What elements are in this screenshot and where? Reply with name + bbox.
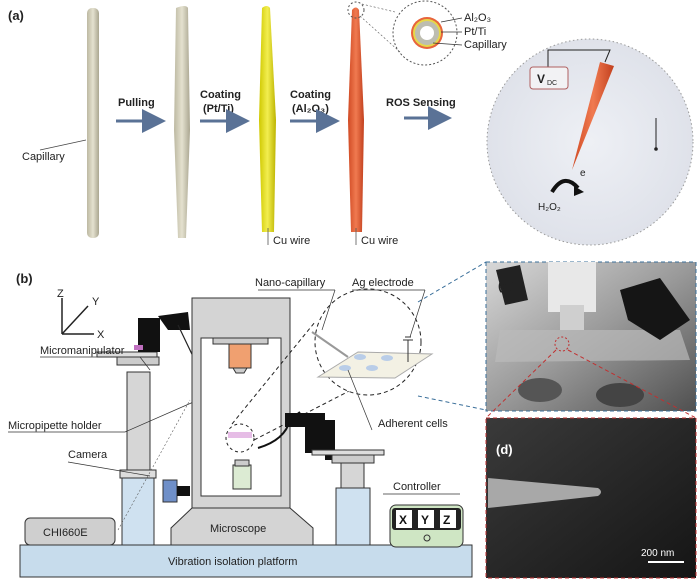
controller-key-z: Z	[443, 513, 450, 527]
cu-wire-label-1: Cu wire	[273, 235, 310, 247]
step-sublabel: (Al₂O₃)	[292, 103, 329, 115]
axis-y-label: Y	[92, 296, 100, 308]
vibration-isolation-platform	[19, 544, 473, 578]
controller-key-y: Y	[421, 513, 429, 527]
panel-c-label: (c)	[498, 278, 514, 293]
step-label: Pulling	[118, 97, 155, 109]
micromanipulator	[138, 318, 160, 352]
step-pulling: Pulling	[116, 97, 166, 133]
controller-key-x: X	[399, 513, 407, 527]
panel-a-label: (a)	[8, 8, 24, 23]
controller-label: Controller	[393, 481, 441, 493]
electron-label: e	[580, 168, 586, 179]
voltage-subscript: DC	[547, 80, 557, 87]
step-sublabel: (Pt/Ti)	[203, 103, 234, 115]
microscope-label: Microscope	[210, 523, 266, 535]
adherent-cells-label: Adherent cells	[378, 418, 448, 430]
capillary-label: Capillary	[22, 151, 65, 163]
capillary-pulled	[174, 6, 190, 238]
layer-pt-ti-label: Pt/Ti	[464, 26, 486, 38]
potentiostat	[24, 517, 116, 546]
step-ros-sensing: ROS Sensing	[386, 97, 456, 130]
nano-capillary	[311, 331, 349, 358]
cross-section-zoom	[392, 0, 458, 66]
micropipette-holder-label: Micropipette holder	[8, 420, 102, 432]
right-stage	[257, 411, 385, 546]
camera	[162, 479, 178, 503]
capillary-al2o3-coated	[348, 7, 364, 232]
left-stage	[96, 312, 190, 546]
capillary-raw	[87, 8, 99, 238]
step-label: ROS Sensing	[386, 97, 456, 109]
panel-b-label: (b)	[16, 271, 33, 286]
step-coating-pt-ti: Coating (Pt/Ti)	[200, 89, 250, 133]
cross-section	[411, 17, 443, 49]
axis-z-label: Z	[57, 288, 64, 300]
panel-d-sem-image	[485, 417, 697, 579]
panel-d-label: (d)	[496, 442, 513, 457]
axis-x-label: X	[97, 329, 105, 341]
layer-capillary-label: Capillary	[464, 39, 507, 51]
scale-bar-label: 200 nm	[641, 548, 674, 559]
panel-c-photo	[485, 261, 697, 412]
sensing-detail: V DC e H₂O₂	[486, 38, 694, 246]
capillary-pt-ti-coated	[259, 6, 276, 232]
step-label: Coating	[290, 89, 331, 101]
nanotip	[572, 62, 614, 170]
micromanipulator-label: Micromanipulator	[40, 345, 125, 357]
microscope	[170, 297, 314, 546]
step-label: Coating	[200, 89, 241, 101]
zoom-marker	[347, 1, 365, 19]
nanotip-sem	[488, 478, 601, 508]
potentiostat-label: CHI660E	[43, 527, 88, 539]
voltage-source-box	[529, 66, 569, 90]
layer-al2o3-label: Al₂O₃	[464, 12, 491, 24]
camera-label: Camera	[68, 449, 108, 461]
nano-capillary-label: Nano-capillary	[255, 277, 326, 289]
voltage-label: V	[537, 72, 545, 86]
platform-label: Vibration isolation platform	[168, 556, 297, 568]
electrode-inset	[311, 288, 434, 396]
cu-wire-label-2: Cu wire	[361, 235, 398, 247]
sample-zoom-marker	[225, 423, 255, 453]
reaction-arrow-icon	[550, 179, 580, 194]
ag-electrode-label: Ag electrode	[352, 277, 414, 289]
axes-indicator	[61, 298, 94, 335]
step-coating-al2o3: Coating (Al₂O₃)	[290, 89, 340, 133]
power-icon	[423, 534, 431, 542]
controller: X Y Z	[389, 504, 464, 548]
analyte-label: H₂O₂	[538, 202, 561, 213]
